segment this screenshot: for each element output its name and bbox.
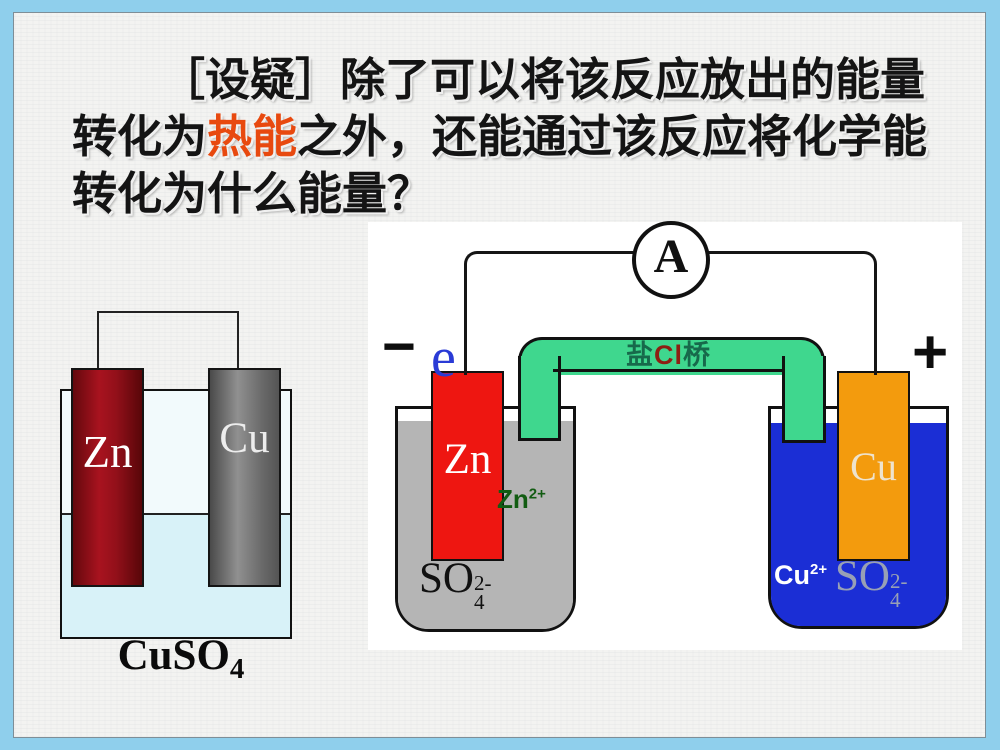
question-line-3: 转化为什么能量？ xyxy=(72,168,433,219)
left-diagram-zn-electrode: Zn xyxy=(71,368,144,587)
right-so4-subscript: 4 xyxy=(889,588,901,612)
left-so4-charge: 2- xyxy=(473,571,492,595)
salt-bridge-label-cl: Cl xyxy=(654,340,683,370)
question-line-1: ［设疑］除了可以将该反应放出的能量 xyxy=(160,54,926,105)
zn-half-cell-beaker xyxy=(395,406,576,632)
question-line-2-post: 之外，还能通过该反应将化学能 xyxy=(297,111,928,162)
cu-ion-charge: 2+ xyxy=(810,561,828,578)
salt-bridge-label: 盐Cl桥 xyxy=(518,340,819,370)
cu-ion-symbol: Cu xyxy=(774,560,810,590)
electron-label: e xyxy=(431,327,456,389)
cu-ion-label: Cu2+ xyxy=(774,560,827,591)
salt-bridge-right-arm xyxy=(782,356,826,443)
cell-cu-label: Cu xyxy=(850,444,897,489)
left-diagram-wire xyxy=(97,311,239,370)
cell-zn-electrode: Zn xyxy=(431,371,504,561)
wire-right-horizontal xyxy=(701,251,860,254)
question-highlight-reneng: 热能 xyxy=(207,111,298,162)
salt-bridge-bottom-edge xyxy=(553,369,785,372)
wire-left-vertical xyxy=(464,251,483,375)
cell-cu-electrode: Cu xyxy=(837,371,910,561)
zn-ion-charge: 2+ xyxy=(528,485,546,503)
cell-zn-label: Zn xyxy=(443,436,492,483)
left-so4-symbol: SO xyxy=(419,555,474,602)
wire-right-vertical xyxy=(858,251,877,375)
left-diagram-zn-label: Zn xyxy=(82,427,133,477)
wire-left-horizontal xyxy=(477,251,633,254)
left-diagram-cu-label: Cu xyxy=(219,415,270,462)
left-diagram-caption: CuSO4 xyxy=(61,631,301,686)
right-so4-symbol: SO xyxy=(835,553,890,600)
ammeter: A xyxy=(632,221,710,299)
question-line-2: 转化为热能之外，还能通过该反应将化学能 xyxy=(72,110,927,164)
question-line-2-pre: 转化为 xyxy=(72,111,208,162)
left-diagram-cu-electrode: Cu xyxy=(208,368,281,587)
salt-bridge-label-post: 桥 xyxy=(683,340,711,370)
salt-bridge-bar xyxy=(518,337,825,375)
cuso4-formula-subscript: 4 xyxy=(229,653,245,685)
zn-ion-label: Zn2+ xyxy=(497,484,546,515)
zn-ion-symbol: Zn xyxy=(497,484,529,514)
right-so4-charge: 2- xyxy=(889,569,908,593)
salt-bridge-label-pre: 盐 xyxy=(626,340,654,370)
left-so4-subscript: 4 xyxy=(473,590,485,614)
negative-terminal-sign: − xyxy=(382,314,416,379)
positive-terminal-sign: + xyxy=(912,318,949,387)
cuso4-formula: CuSO xyxy=(117,632,230,679)
